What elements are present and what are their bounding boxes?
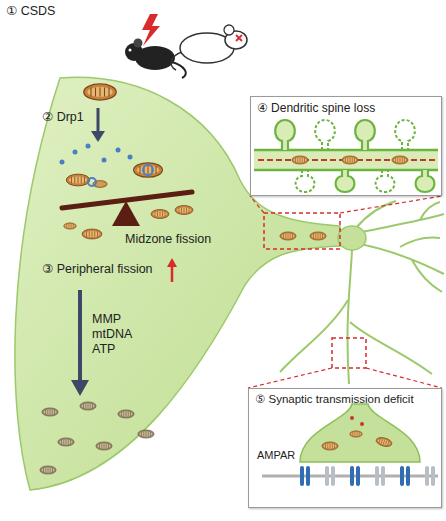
measure-list: MMP mtDNA ATP	[92, 312, 136, 357]
mouse-tail	[171, 52, 182, 70]
axon	[347, 250, 352, 384]
receptor-label: AMPAR	[257, 449, 295, 462]
dendrite	[400, 237, 440, 247]
step-label: ③ Peripheral fission	[42, 262, 153, 277]
black-mouse-body	[135, 46, 175, 70]
step-label: ① CSDS	[6, 4, 55, 19]
black-mouse-head	[125, 43, 143, 61]
black-mouse-eye	[129, 49, 132, 52]
zoom-leader	[250, 196, 442, 213]
step-label: ② Drp1	[42, 110, 84, 125]
axon-branch	[350, 322, 432, 374]
process-label: Midzone fission	[125, 232, 211, 247]
zoom-leader	[248, 368, 442, 388]
dendrite	[362, 214, 444, 232]
dendrite	[420, 202, 440, 220]
dendrite	[356, 201, 396, 228]
inset-title: ⑤ Synaptic transmission deficit	[255, 393, 414, 407]
dendrite	[412, 260, 442, 292]
inset-box: ④ Dendritic spine loss	[250, 96, 442, 196]
mouse-tail	[172, 62, 186, 78]
white-mouse-ear	[224, 25, 234, 35]
white-mouse-body	[180, 33, 234, 63]
cell-body	[338, 226, 366, 250]
axon-branch	[280, 300, 348, 372]
inset-title: ④ Dendritic spine loss	[257, 101, 375, 115]
dendrite	[360, 244, 444, 274]
red-x-eye	[236, 35, 242, 41]
stress-bolt	[142, 14, 160, 46]
white-mouse-head	[225, 31, 247, 49]
zoom-marker	[332, 338, 366, 368]
black-mouse-ear	[134, 39, 143, 48]
inset-box: ⑤ Synaptic transmission deficitAMPAR	[248, 388, 442, 508]
